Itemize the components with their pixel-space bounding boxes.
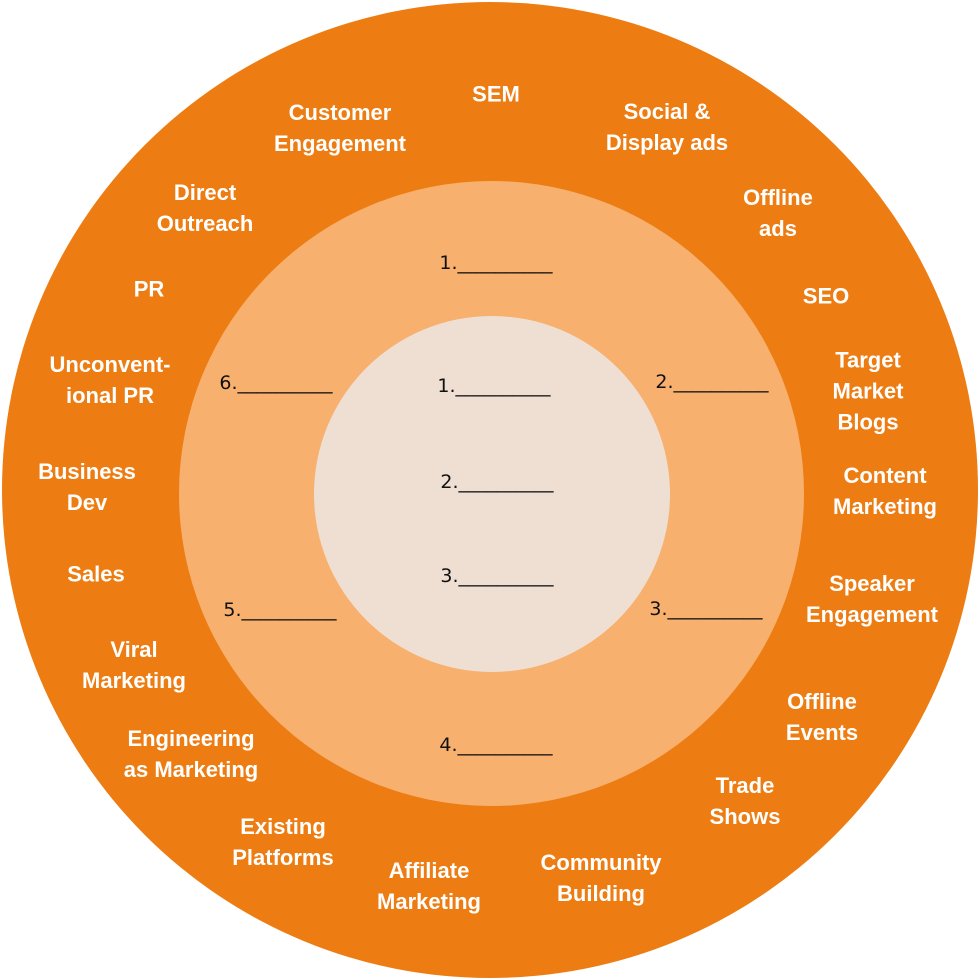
- middle-blank-5: 5.__________: [223, 599, 337, 621]
- middle-blank-6: 6.__________: [219, 372, 333, 394]
- inner-blank-3: 3.__________: [440, 565, 554, 587]
- channel-label-direct-outreach: Direct Outreach: [156, 180, 254, 236]
- inner-blank-2: 2.__________: [440, 471, 554, 493]
- middle-blank-2: 2.__________: [655, 371, 769, 393]
- channel-label-engineering-as-marketing: Engineering as Marketing: [123, 726, 259, 782]
- channel-label-affiliate-marketing: Affiliate Marketing: [377, 858, 481, 914]
- channel-label-offline-events: Offline Events: [785, 689, 859, 745]
- middle-blank-3: 3.__________: [649, 598, 763, 620]
- channel-label-seo: SEO: [802, 283, 850, 309]
- channel-label-existing-platforms: Existing Platforms: [232, 814, 334, 870]
- inner-ring: [314, 316, 670, 672]
- channel-label-social-display-ads: Social & Display ads: [605, 99, 729, 155]
- channel-label-offline-ads: Offline ads: [743, 185, 813, 241]
- channel-label-pr: PR: [133, 276, 165, 302]
- channel-label-target-market-blogs: Target Market Blogs: [832, 347, 904, 435]
- channel-label-viral-marketing: Viral Marketing: [82, 637, 186, 693]
- channel-label-unconventional-pr: Unconvent- ional PR: [49, 352, 171, 408]
- middle-blank-1: 1.__________: [439, 252, 553, 274]
- channel-label-speaker-engagement: Speaker Engagement: [805, 571, 939, 627]
- middle-blank-4: 4.__________: [439, 734, 553, 756]
- channel-label-business-dev: Business Dev: [38, 459, 136, 515]
- channel-label-content-marketing: Content Marketing: [833, 463, 937, 519]
- channel-label-community-building: Community Building: [540, 850, 662, 906]
- channel-label-trade-shows: Trade Shows: [709, 773, 781, 829]
- channel-label-sales: Sales: [67, 561, 125, 587]
- channel-label-sem: SEM: [472, 81, 520, 107]
- inner-blank-1: 1.__________: [437, 375, 551, 397]
- channel-label-customer-engagement: Customer Engagement: [273, 100, 407, 156]
